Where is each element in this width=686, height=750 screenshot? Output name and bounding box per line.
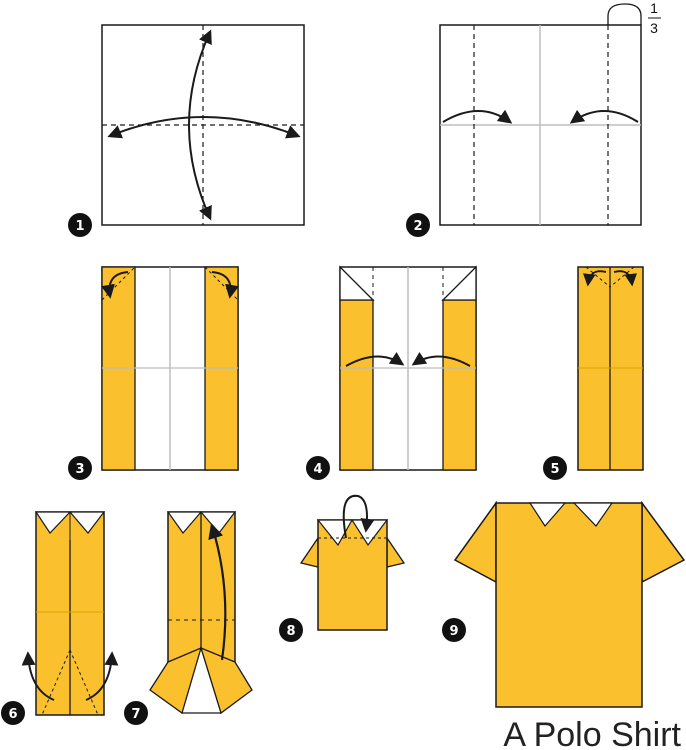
step-6-panel bbox=[21, 511, 119, 716]
step-number-2: 2 bbox=[413, 219, 422, 234]
step-7-right-collar bbox=[199, 511, 237, 534]
step-badge-9: 9 bbox=[442, 618, 466, 642]
step-8-shirt-body bbox=[317, 519, 388, 631]
step-2-right-fold-arrow bbox=[569, 109, 639, 124]
step-2-edge-bracket bbox=[607, 3, 642, 25]
step-badge-6: 6 bbox=[1, 701, 25, 725]
step-8-flip-arrow bbox=[342, 494, 375, 539]
step-6-left-arrow bbox=[21, 651, 55, 701]
step-2-left-fold-arrow bbox=[442, 109, 513, 124]
step-4-left-folded-corner bbox=[339, 265, 375, 301]
step-number-7: 7 bbox=[131, 707, 140, 722]
step-4-right-flap bbox=[442, 299, 477, 471]
step-badge-1: 1 bbox=[68, 213, 92, 237]
step-4-panel bbox=[339, 265, 477, 471]
step-8-panel bbox=[299, 494, 406, 631]
step-4-left-fold-arrow bbox=[345, 351, 405, 367]
step-9-left-sleeve bbox=[453, 500, 497, 584]
step-badge-5: 5 bbox=[543, 456, 567, 480]
step-number-6: 6 bbox=[8, 707, 17, 722]
step-5-collar-valley-right bbox=[609, 266, 635, 288]
step-1-vertical-fold-arrow bbox=[188, 29, 212, 221]
step-4-right-fold-arrow bbox=[411, 351, 471, 367]
step-6-left-collar bbox=[34, 511, 72, 534]
step-number-1: 1 bbox=[75, 219, 84, 234]
step-2-panel: 1 3 bbox=[439, 0, 661, 226]
step-5-collar-valley-left bbox=[585, 266, 611, 288]
step-6-right-arrow bbox=[85, 651, 119, 701]
step-number-4: 4 bbox=[313, 462, 322, 477]
step-badge-7: 7 bbox=[124, 701, 148, 725]
step-8-right-sleeve bbox=[386, 535, 406, 568]
step-1-horizontal-fold-arrow bbox=[107, 116, 301, 139]
step-7-right-hem-flap bbox=[199, 646, 253, 715]
step-number-9: 9 bbox=[449, 624, 458, 639]
step-9-left-collar bbox=[528, 502, 567, 527]
step-7-fold-up-arrow bbox=[208, 523, 227, 661]
step-7-panel bbox=[149, 511, 253, 715]
step-1-panel bbox=[101, 24, 305, 226]
step-6-right-collar bbox=[68, 511, 106, 534]
step-5-left-collar-arrow bbox=[583, 270, 607, 287]
step-9-right-sleeve bbox=[641, 500, 686, 584]
step-9-right-collar bbox=[572, 502, 614, 527]
fraction-denominator: 3 bbox=[650, 20, 658, 36]
step-7-left-collar bbox=[166, 511, 203, 534]
diagram-title: A Polo Shirt bbox=[503, 716, 681, 750]
step-4-left-flap bbox=[339, 299, 374, 471]
step-4-right-folded-corner bbox=[441, 265, 477, 301]
step-number-8: 8 bbox=[286, 624, 295, 639]
step-8-left-sleeve bbox=[299, 535, 319, 568]
step-3-left-corner-arrow bbox=[101, 271, 129, 299]
step-number-5: 5 bbox=[550, 462, 559, 477]
step-5-right-collar-arrow bbox=[613, 270, 637, 287]
step-7-left-hem-flap bbox=[149, 646, 203, 715]
step-badge-8: 8 bbox=[279, 618, 303, 642]
step-3-right-corner-arrow bbox=[211, 271, 239, 299]
step-9-panel bbox=[453, 500, 686, 708]
step-5-panel bbox=[577, 266, 644, 471]
step-3-panel bbox=[101, 266, 239, 471]
step-badge-3: 3 bbox=[68, 456, 92, 480]
step-badge-4: 4 bbox=[306, 456, 330, 480]
fraction-numerator: 1 bbox=[650, 0, 658, 16]
step-badge-2: 2 bbox=[406, 213, 430, 237]
step-9-shirt-body bbox=[495, 502, 643, 708]
step-number-3: 3 bbox=[75, 462, 84, 477]
